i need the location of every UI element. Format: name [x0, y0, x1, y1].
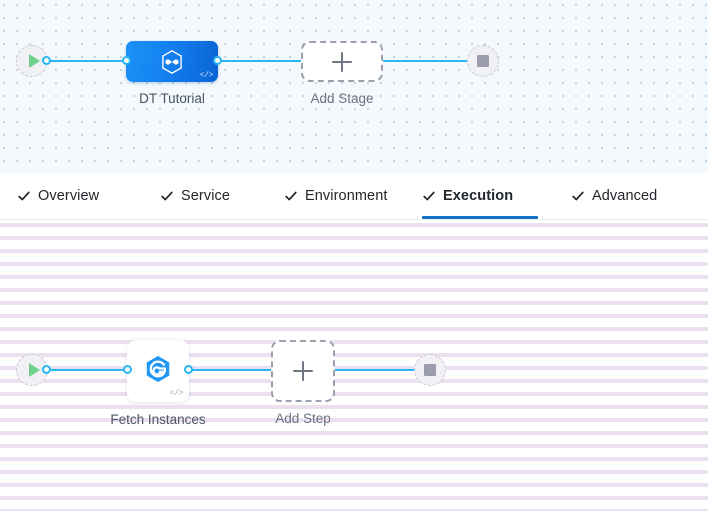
pipeline-tab-bar: Overview Service Environment Execution A… — [0, 173, 708, 220]
connector-stage-to-add-stage — [216, 60, 304, 62]
tab-execution-label: Execution — [443, 188, 514, 204]
step-end-node[interactable] — [414, 354, 446, 386]
tab-environment[interactable]: Environment — [284, 173, 388, 219]
step-canvas[interactable]: </> Fetch Instances Add Step — [0, 220, 708, 511]
tab-advanced[interactable]: Advanced — [571, 173, 657, 219]
stage-node-output-port[interactable] — [213, 56, 222, 65]
step-start-output-port[interactable] — [42, 365, 51, 374]
stop-icon — [477, 55, 489, 67]
play-icon — [28, 54, 40, 68]
stop-icon — [424, 364, 436, 376]
add-step-button[interactable] — [271, 340, 335, 402]
add-stage-label: Add Stage — [310, 91, 374, 106]
check-icon — [572, 191, 584, 201]
stage-node-input-port[interactable] — [122, 56, 131, 65]
hexagon-link-icon — [162, 49, 182, 74]
plus-icon — [332, 51, 352, 72]
tab-overview[interactable]: Overview — [17, 173, 99, 219]
stage-canvas[interactable]: </> DT Tutorial Add Stage — [0, 0, 708, 173]
check-icon — [161, 191, 173, 201]
harness-logo-icon — [146, 356, 170, 383]
connector-start-to-step — [46, 369, 130, 371]
tab-overview-label: Overview — [38, 188, 100, 204]
step-code-badge: </> — [169, 389, 184, 398]
tab-environment-label: Environment — [305, 188, 388, 204]
pipeline-end-node[interactable] — [467, 45, 499, 77]
connector-step-to-add-step — [187, 369, 274, 371]
stage-code-badge: </> — [199, 71, 214, 80]
connector-add-step-to-end — [333, 369, 422, 371]
tab-service-label: Service — [181, 188, 231, 204]
add-stage-button[interactable] — [301, 41, 383, 82]
check-icon — [423, 191, 435, 201]
tab-execution[interactable]: Execution — [422, 173, 538, 219]
connector-add-stage-to-end — [381, 60, 475, 62]
step-node-input-port[interactable] — [123, 365, 132, 374]
step-node-fetch-instances[interactable]: </> — [127, 340, 189, 402]
start-node-output-port[interactable] — [42, 56, 51, 65]
check-icon — [18, 191, 30, 201]
stage-node-label: DT Tutorial — [139, 91, 205, 106]
check-icon — [285, 191, 297, 201]
step-node-output-port[interactable] — [184, 365, 193, 374]
tab-advanced-label: Advanced — [592, 188, 658, 204]
connector-start-to-stage — [46, 60, 128, 62]
tab-active-indicator — [422, 216, 538, 219]
add-step-label: Add Step — [275, 411, 331, 426]
stage-node-dt-tutorial[interactable]: </> — [126, 41, 218, 82]
plus-icon — [293, 361, 313, 381]
step-node-label: Fetch Instances — [110, 412, 206, 427]
play-icon — [28, 363, 40, 377]
tab-service[interactable]: Service — [160, 173, 230, 219]
